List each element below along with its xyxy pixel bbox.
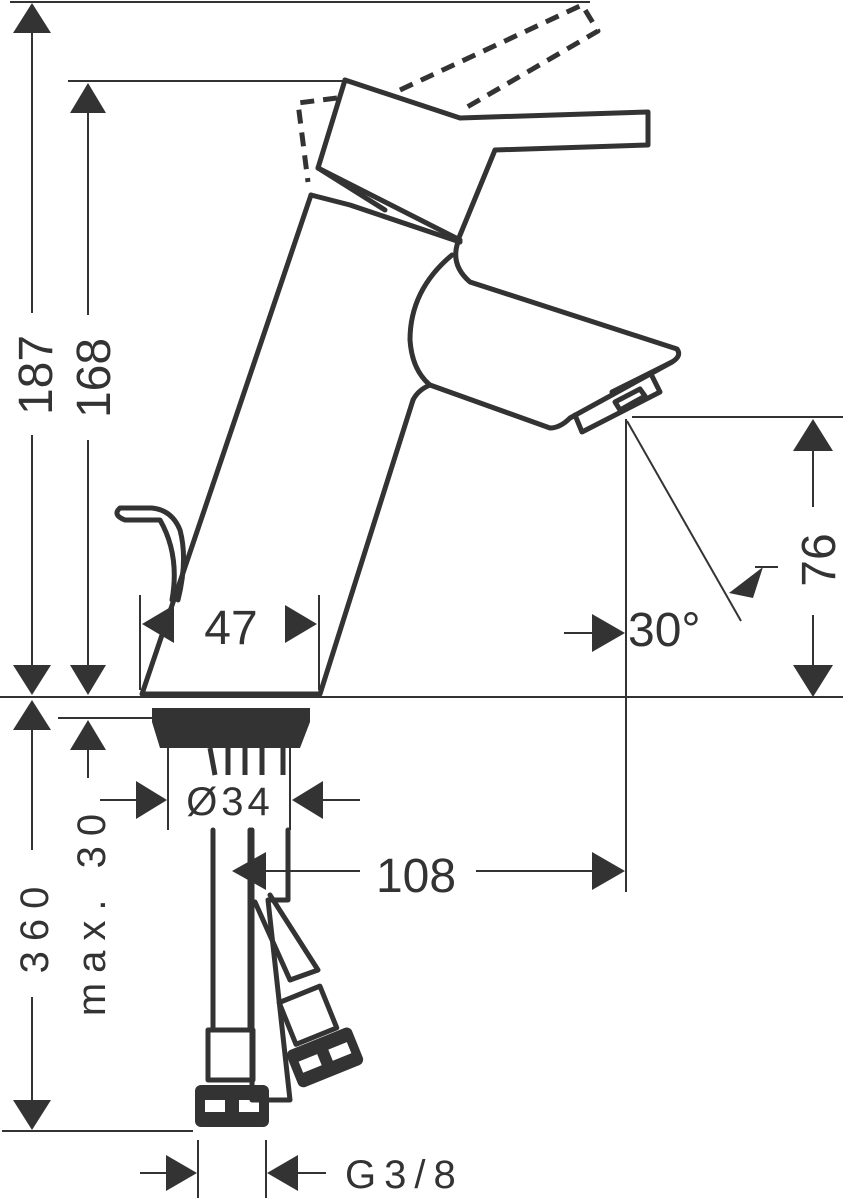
dimension-label-30-degrees: 30°: [628, 604, 701, 657]
mounting-assembly: [152, 708, 364, 1127]
dimension-label-47: 47: [204, 602, 257, 655]
dimension-label-168: 168: [68, 338, 121, 418]
dimension-max-30: max. 30: [70, 720, 114, 1016]
dimension-label-108: 108: [376, 850, 456, 903]
dimension-diameter-34: Ø34: [100, 745, 360, 830]
dimension-label-187: 187: [10, 335, 63, 415]
dimension-360: 360: [13, 700, 57, 1130]
dimension-30-degrees: 30°: [564, 419, 778, 892]
dimension-label-76: 76: [793, 533, 843, 586]
reference-lines: [0, 1, 843, 1132]
dimension-g3-8: G3/8: [140, 1140, 464, 1198]
dimension-label-360: 360: [13, 877, 57, 974]
dimension-label-diameter-34: Ø34: [186, 780, 274, 824]
dimension-168: 168: [68, 83, 121, 695]
dimension-47: 47: [139, 595, 320, 690]
dimension-187: 187: [10, 3, 63, 695]
dimension-label-max-30: max. 30: [70, 804, 114, 1016]
dimension-108: 108: [232, 850, 625, 903]
faucet-body: [114, 2, 682, 697]
dimension-label-g3-8: G3/8: [345, 1153, 464, 1197]
dimension-76: 76: [793, 419, 843, 697]
